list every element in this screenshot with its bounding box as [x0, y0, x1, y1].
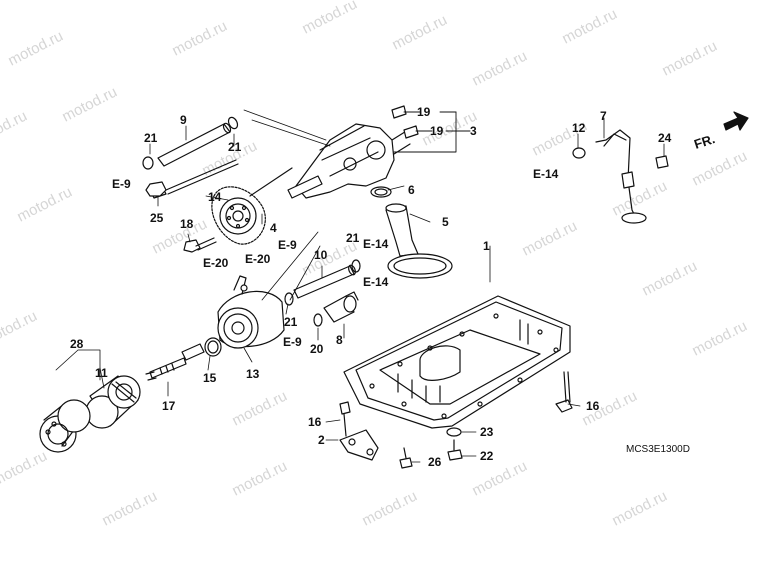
part-22-drain-bolt [447, 439, 463, 461]
ref-e-20: E-20 [203, 256, 229, 270]
callout-10: 10 [314, 248, 328, 262]
part-10-shaft [293, 264, 356, 299]
leader-lines [55, 109, 665, 463]
part-15-o-ring [204, 337, 222, 357]
callout-12: 12 [572, 121, 586, 135]
callout-18: 18 [180, 217, 194, 231]
callout-6: 6 [408, 183, 415, 197]
callout-3: 3 [470, 124, 477, 138]
part-13-filter-boss [217, 275, 285, 349]
callout-11: 11 [95, 366, 108, 380]
part-21-washer [227, 116, 239, 130]
part-16-bolt [555, 371, 573, 413]
callout-26: 26 [428, 455, 442, 469]
callout-16: 16 [586, 399, 600, 413]
part-18-bolt [183, 237, 217, 253]
callout-16: 16 [308, 415, 322, 429]
ref-e-9: E-9 [112, 177, 131, 191]
callout-17: 17 [162, 399, 176, 413]
ref-e-20: E-20 [245, 252, 271, 266]
part-17-stud [145, 343, 205, 381]
callout-22: 22 [480, 449, 494, 463]
callout-25: 25 [150, 211, 164, 225]
part-20-o-ring [313, 313, 323, 327]
part-26-bolt [399, 447, 413, 469]
part-21-washer [284, 292, 294, 306]
callout-21: 21 [228, 140, 242, 154]
part-5-oil-strainer [385, 203, 453, 279]
callout-14: 14 [208, 190, 222, 204]
callout-28: 28 [70, 337, 84, 351]
callout-20: 20 [310, 342, 324, 356]
callout-21: 21 [284, 315, 298, 329]
part-24-bolt [655, 155, 669, 169]
callout-4: 4 [270, 221, 277, 235]
part-12-o-ring [572, 147, 586, 159]
part-8-relief-valve [323, 291, 359, 323]
callout-24: 24 [658, 131, 672, 145]
diagram-code: MCS3E1300D [626, 444, 690, 455]
part-19-dowel-pins [391, 105, 419, 139]
ref-e-14: E-14 [363, 237, 389, 251]
callout-23: 23 [480, 425, 494, 439]
part-28-filter-wrench [39, 399, 91, 453]
callout-9: 9 [180, 113, 187, 127]
part-7-dipstick [595, 129, 647, 224]
callout-8: 8 [336, 333, 343, 347]
callout-21: 21 [346, 231, 360, 245]
callout-19: 19 [430, 124, 444, 138]
leader-lines-3 [393, 111, 471, 153]
ref-e-9: E-9 [283, 335, 302, 349]
callout-1: 1 [483, 239, 490, 253]
part-16-bolt [339, 401, 351, 437]
ref-e-9: E-9 [278, 238, 297, 252]
front-direction-arrow [723, 111, 749, 131]
part-23-washer [446, 427, 462, 437]
callout-21: 21 [144, 131, 158, 145]
ref-e-14: E-14 [363, 275, 389, 289]
callout-5: 5 [442, 215, 449, 229]
part-3-oil-pump [287, 123, 411, 199]
callout-15: 15 [203, 371, 217, 385]
part-1-oil-pan [343, 295, 571, 429]
part-6-o-ring [370, 186, 392, 198]
callout-13: 13 [246, 367, 260, 381]
callout-2: 2 [318, 433, 325, 447]
part-21-washer [351, 259, 361, 273]
part-21-washer [142, 156, 154, 170]
part-4-sprocket-chain [211, 167, 293, 245]
part-2-bracket [339, 429, 379, 461]
ref-e-14: E-14 [533, 167, 559, 181]
callout-7: 7 [600, 109, 607, 123]
part-25-nut [145, 181, 167, 197]
callout-19: 19 [417, 105, 431, 119]
part-11-oil-filter [85, 375, 141, 429]
part-9-shaft [157, 122, 232, 167]
